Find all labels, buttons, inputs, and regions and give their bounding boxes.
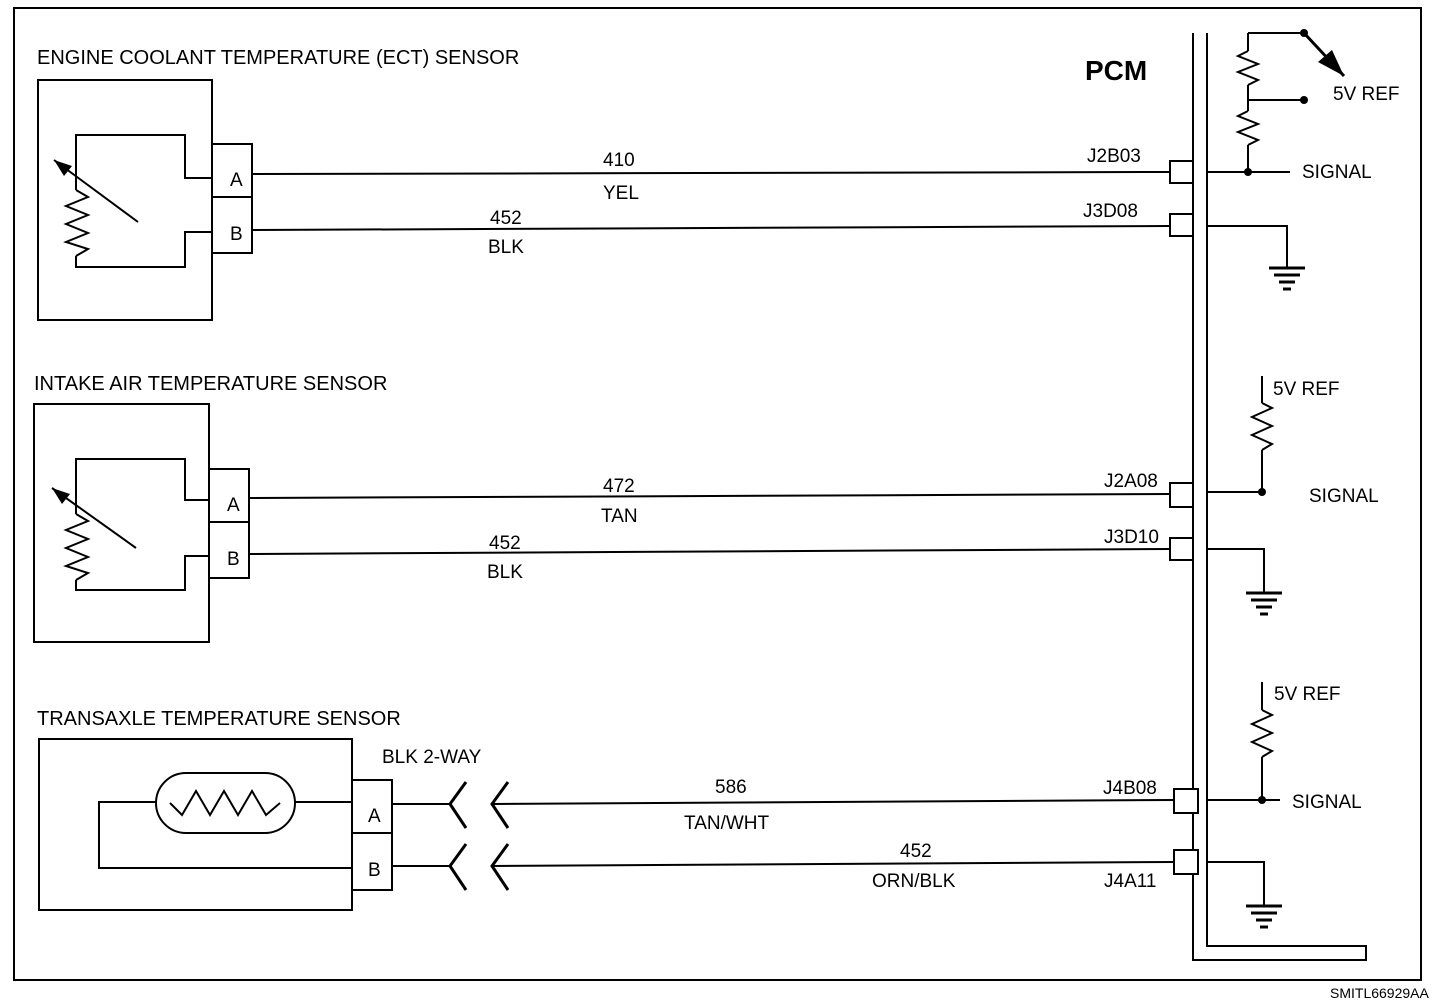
tt-wire-a-color: TAN/WHT — [684, 813, 770, 834]
tt-inline-connector-icon — [392, 781, 510, 891]
ect-ref-label: 5V REF — [1333, 84, 1400, 105]
ect-sensor-section: ENGINE COOLANT TEMPERATURE (ECT) SENSOR … — [37, 29, 1400, 321]
figure-code: SMITL66929AA — [1330, 985, 1429, 1001]
ect-wire-b-circuit: 452 — [490, 208, 522, 229]
iat-ref-label: 5V REF — [1273, 379, 1340, 400]
iat-resistor-icon — [1249, 402, 1275, 451]
iat-pin-b — [208, 521, 250, 579]
iat-sensor-title: INTAKE AIR TEMPERATURE SENSOR — [34, 373, 387, 395]
ect-wire-a-circuit: 410 — [603, 150, 635, 171]
ect-ref-resistor-icon — [1235, 50, 1261, 86]
ect-sensor-title: ENGINE COOLANT TEMPERATURE (ECT) SENSOR — [37, 47, 519, 69]
ect-terminal-b-id: J3D08 — [1083, 201, 1138, 222]
iat-wire-a-circuit: 472 — [603, 476, 635, 497]
tt-ref-label: 5V REF — [1274, 684, 1341, 705]
ect-terminal-b — [1169, 213, 1194, 237]
iat-sensor-body — [33, 403, 210, 643]
ect-pin-b-label: B — [230, 224, 243, 245]
tt-sensor-section: TRANSAXLE TEMPERATURE SENSOR A B BLK 2-W… — [37, 682, 1362, 929]
tt-sensor-body — [38, 738, 353, 911]
tt-ground-icon — [1246, 904, 1282, 929]
iat-sensor-section: INTAKE AIR TEMPERATURE SENSOR A B 472 TA… — [33, 373, 1379, 643]
iat-terminal-a — [1169, 482, 1194, 508]
iat-pin-b-label: B — [227, 549, 240, 570]
tt-pin-a-label: A — [368, 806, 381, 827]
ect-terminal-a-id: J2B03 — [1087, 146, 1141, 167]
tt-terminal-b — [1173, 849, 1199, 875]
ect-wire-a-color: YEL — [603, 183, 639, 204]
tt-pin-b-label: B — [368, 860, 381, 881]
pcm-title: PCM — [1085, 55, 1147, 86]
iat-signal-label: SIGNAL — [1309, 486, 1379, 507]
iat-ground-icon — [1246, 591, 1282, 616]
tt-wire-b — [491, 861, 1175, 867]
ect-pin-a — [211, 143, 253, 198]
iat-pin-a-label: A — [227, 495, 240, 516]
iat-wire-b-color: BLK — [487, 562, 523, 583]
tt-pin-a — [351, 779, 393, 834]
tt-wire-a-circuit: 586 — [715, 777, 747, 798]
iat-thermistor-icon — [63, 513, 91, 581]
diagram-frame — [13, 7, 1422, 981]
iat-wire-a-color: TAN — [601, 506, 638, 527]
ect-signal-label: SIGNAL — [1302, 162, 1372, 183]
ect-wire-a — [251, 171, 1171, 175]
ect-terminal-a — [1169, 160, 1194, 184]
tt-wire-a — [491, 799, 1175, 805]
ect-wire-b-color: BLK — [488, 237, 524, 258]
tt-signal-label: SIGNAL — [1292, 792, 1362, 813]
tt-terminal-a — [1173, 788, 1199, 814]
tt-wire-b-color: ORN/BLK — [872, 871, 956, 892]
iat-terminal-a-id: J2A08 — [1104, 471, 1158, 492]
ect-sensor-body — [37, 79, 213, 321]
tt-inline-connector-label: BLK 2-WAY — [382, 747, 482, 768]
tt-sensor-title: TRANSAXLE TEMPERATURE SENSOR — [37, 708, 401, 730]
tt-terminal-a-id: J4B08 — [1103, 778, 1157, 799]
ect-pin-a-label: A — [230, 170, 243, 191]
iat-wire-b-circuit: 452 — [489, 533, 521, 554]
iat-wire-a — [248, 493, 1171, 499]
ect-pin-b — [211, 196, 253, 254]
iat-wire-b — [248, 548, 1171, 555]
ect-pullup-resistor-icon — [1235, 110, 1261, 146]
tt-terminal-b-id: J4A11 — [1104, 871, 1156, 892]
tt-resistor-icon — [1249, 709, 1275, 758]
ect-wire-b — [251, 225, 1171, 231]
ect-ground-icon — [1269, 266, 1305, 291]
tt-pin-b — [351, 832, 393, 891]
tt-wire-b-circuit: 452 — [900, 841, 932, 862]
iat-terminal-b-id: J3D10 — [1104, 527, 1159, 548]
iat-terminal-b — [1169, 537, 1194, 561]
ect-thermistor-icon — [63, 189, 91, 257]
